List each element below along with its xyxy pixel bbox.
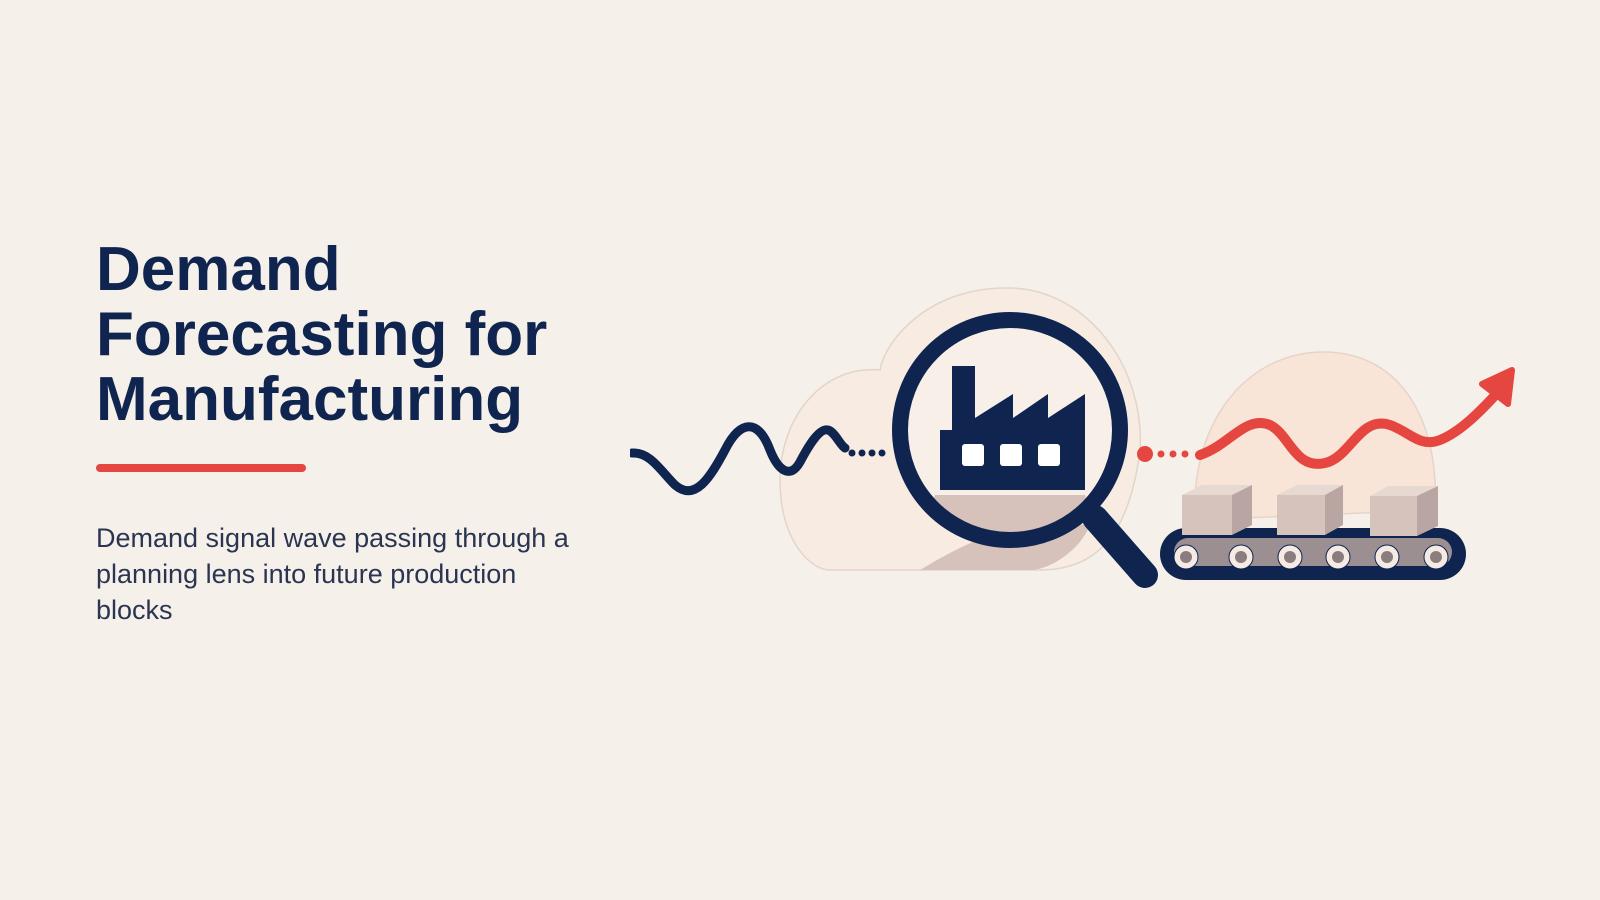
title-accent-rule	[96, 464, 306, 472]
slide-title: Demand Forecasting for Manufacturing	[96, 235, 548, 434]
forecast-arrow-icon	[1137, 367, 1515, 469]
slide-subtitle: Demand signal wave passing through a pla…	[96, 523, 569, 625]
conveyor-belt-icon	[1160, 528, 1466, 580]
production-box-icon	[1370, 486, 1438, 536]
factory-icon	[940, 366, 1085, 490]
forecast-illustration	[630, 287, 1515, 588]
production-box-icon	[1182, 485, 1252, 535]
demand-wave-icon	[630, 422, 886, 496]
production-box-icon	[1277, 485, 1343, 535]
